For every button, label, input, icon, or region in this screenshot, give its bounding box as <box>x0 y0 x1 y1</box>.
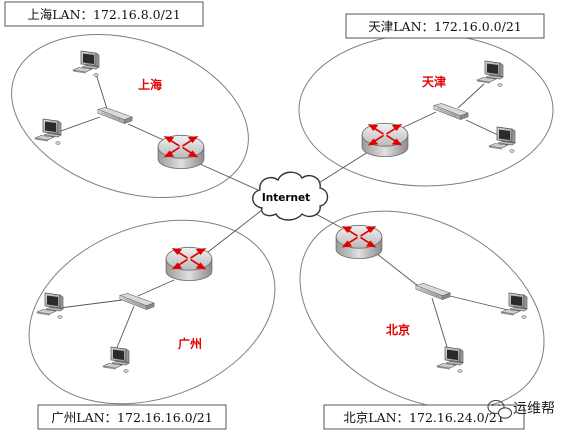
site-label-guangzhou: 广州 <box>178 336 202 351</box>
link-gz-switch-pc2 <box>115 305 135 351</box>
site-label-tianjin: 天津 <box>422 74 446 89</box>
lan-label-tianjin: 天津LAN：172.16.0.0/21 <box>368 19 521 34</box>
beijing-computer-2-icon <box>436 346 464 373</box>
site-label-shanghai: 上海 <box>138 77 162 92</box>
link-sh-switch-router <box>127 123 169 143</box>
lan-box-tianjin: 天津LAN：172.16.0.0/21 <box>345 13 545 39</box>
link-tj-switch-router <box>401 111 437 129</box>
link-sh-pc2-switch <box>57 116 101 133</box>
guangzhou-switch-icon <box>119 293 155 310</box>
tianjin-computer-2-icon <box>488 126 516 153</box>
guangzhou-computer-1-icon <box>36 292 64 319</box>
shanghai-computer-2-icon <box>34 118 62 145</box>
cloud-icon <box>252 171 329 221</box>
lan-label-guangzhou: 广州LAN：172.16.16.0/21 <box>51 410 212 425</box>
wechat-icon <box>487 399 513 419</box>
tianjin-area-ellipse <box>298 33 554 187</box>
beijing-switch-icon <box>415 283 451 300</box>
internet-cloud: Internet <box>252 171 329 221</box>
tianjin-computer-1-icon <box>476 60 504 87</box>
lan-label-beijing: 北京LAN：172.16.24.0/21 <box>343 410 504 425</box>
guangzhou-area-ellipse <box>28 219 276 405</box>
beijing-router-icon <box>335 224 383 260</box>
lan-box-beijing: 北京LAN：172.16.24.0/21 <box>323 404 525 430</box>
link-tj-pc2-switch <box>465 119 501 137</box>
lan-box-shanghai: 上海LAN：172.16.8.0/21 <box>4 1 204 27</box>
link-tj-pc1-switch <box>457 83 485 109</box>
beijing-computer-1-icon <box>500 292 528 319</box>
shanghai-computer-1-icon <box>72 50 100 77</box>
site-label-beijing: 北京 <box>386 322 410 337</box>
link-bj-router-switch <box>371 249 419 287</box>
watermark: 运维帮 <box>487 399 555 419</box>
link-gz-switch-pc1 <box>59 299 123 309</box>
tianjin-router-icon <box>361 122 409 158</box>
shanghai-switch-icon <box>97 107 133 124</box>
tianjin-switch-icon <box>433 103 469 120</box>
link-sh-pc1-switch <box>95 73 109 113</box>
guangzhou-computer-2-icon <box>102 346 130 373</box>
shanghai-router-icon <box>157 134 205 170</box>
link-gz-router-switch <box>137 279 175 297</box>
link-gz-internet-router <box>207 209 263 253</box>
link-tj-router-internet <box>313 151 369 187</box>
link-bj-switch-pc2 <box>431 297 449 351</box>
link-bj-switch-pc1 <box>449 295 509 311</box>
link-sh-router-internet <box>199 163 259 191</box>
lan-box-guangzhou: 广州LAN：172.16.16.0/21 <box>37 404 227 430</box>
lan-label-shanghai: 上海LAN：172.16.8.0/21 <box>27 7 180 22</box>
watermark-text: 运维帮 <box>513 401 555 417</box>
beijing-area-ellipse <box>299 210 545 410</box>
internet-label: Internet <box>262 192 310 204</box>
guangzhou-router-icon <box>165 246 213 282</box>
shanghai-area-ellipse <box>11 33 249 199</box>
